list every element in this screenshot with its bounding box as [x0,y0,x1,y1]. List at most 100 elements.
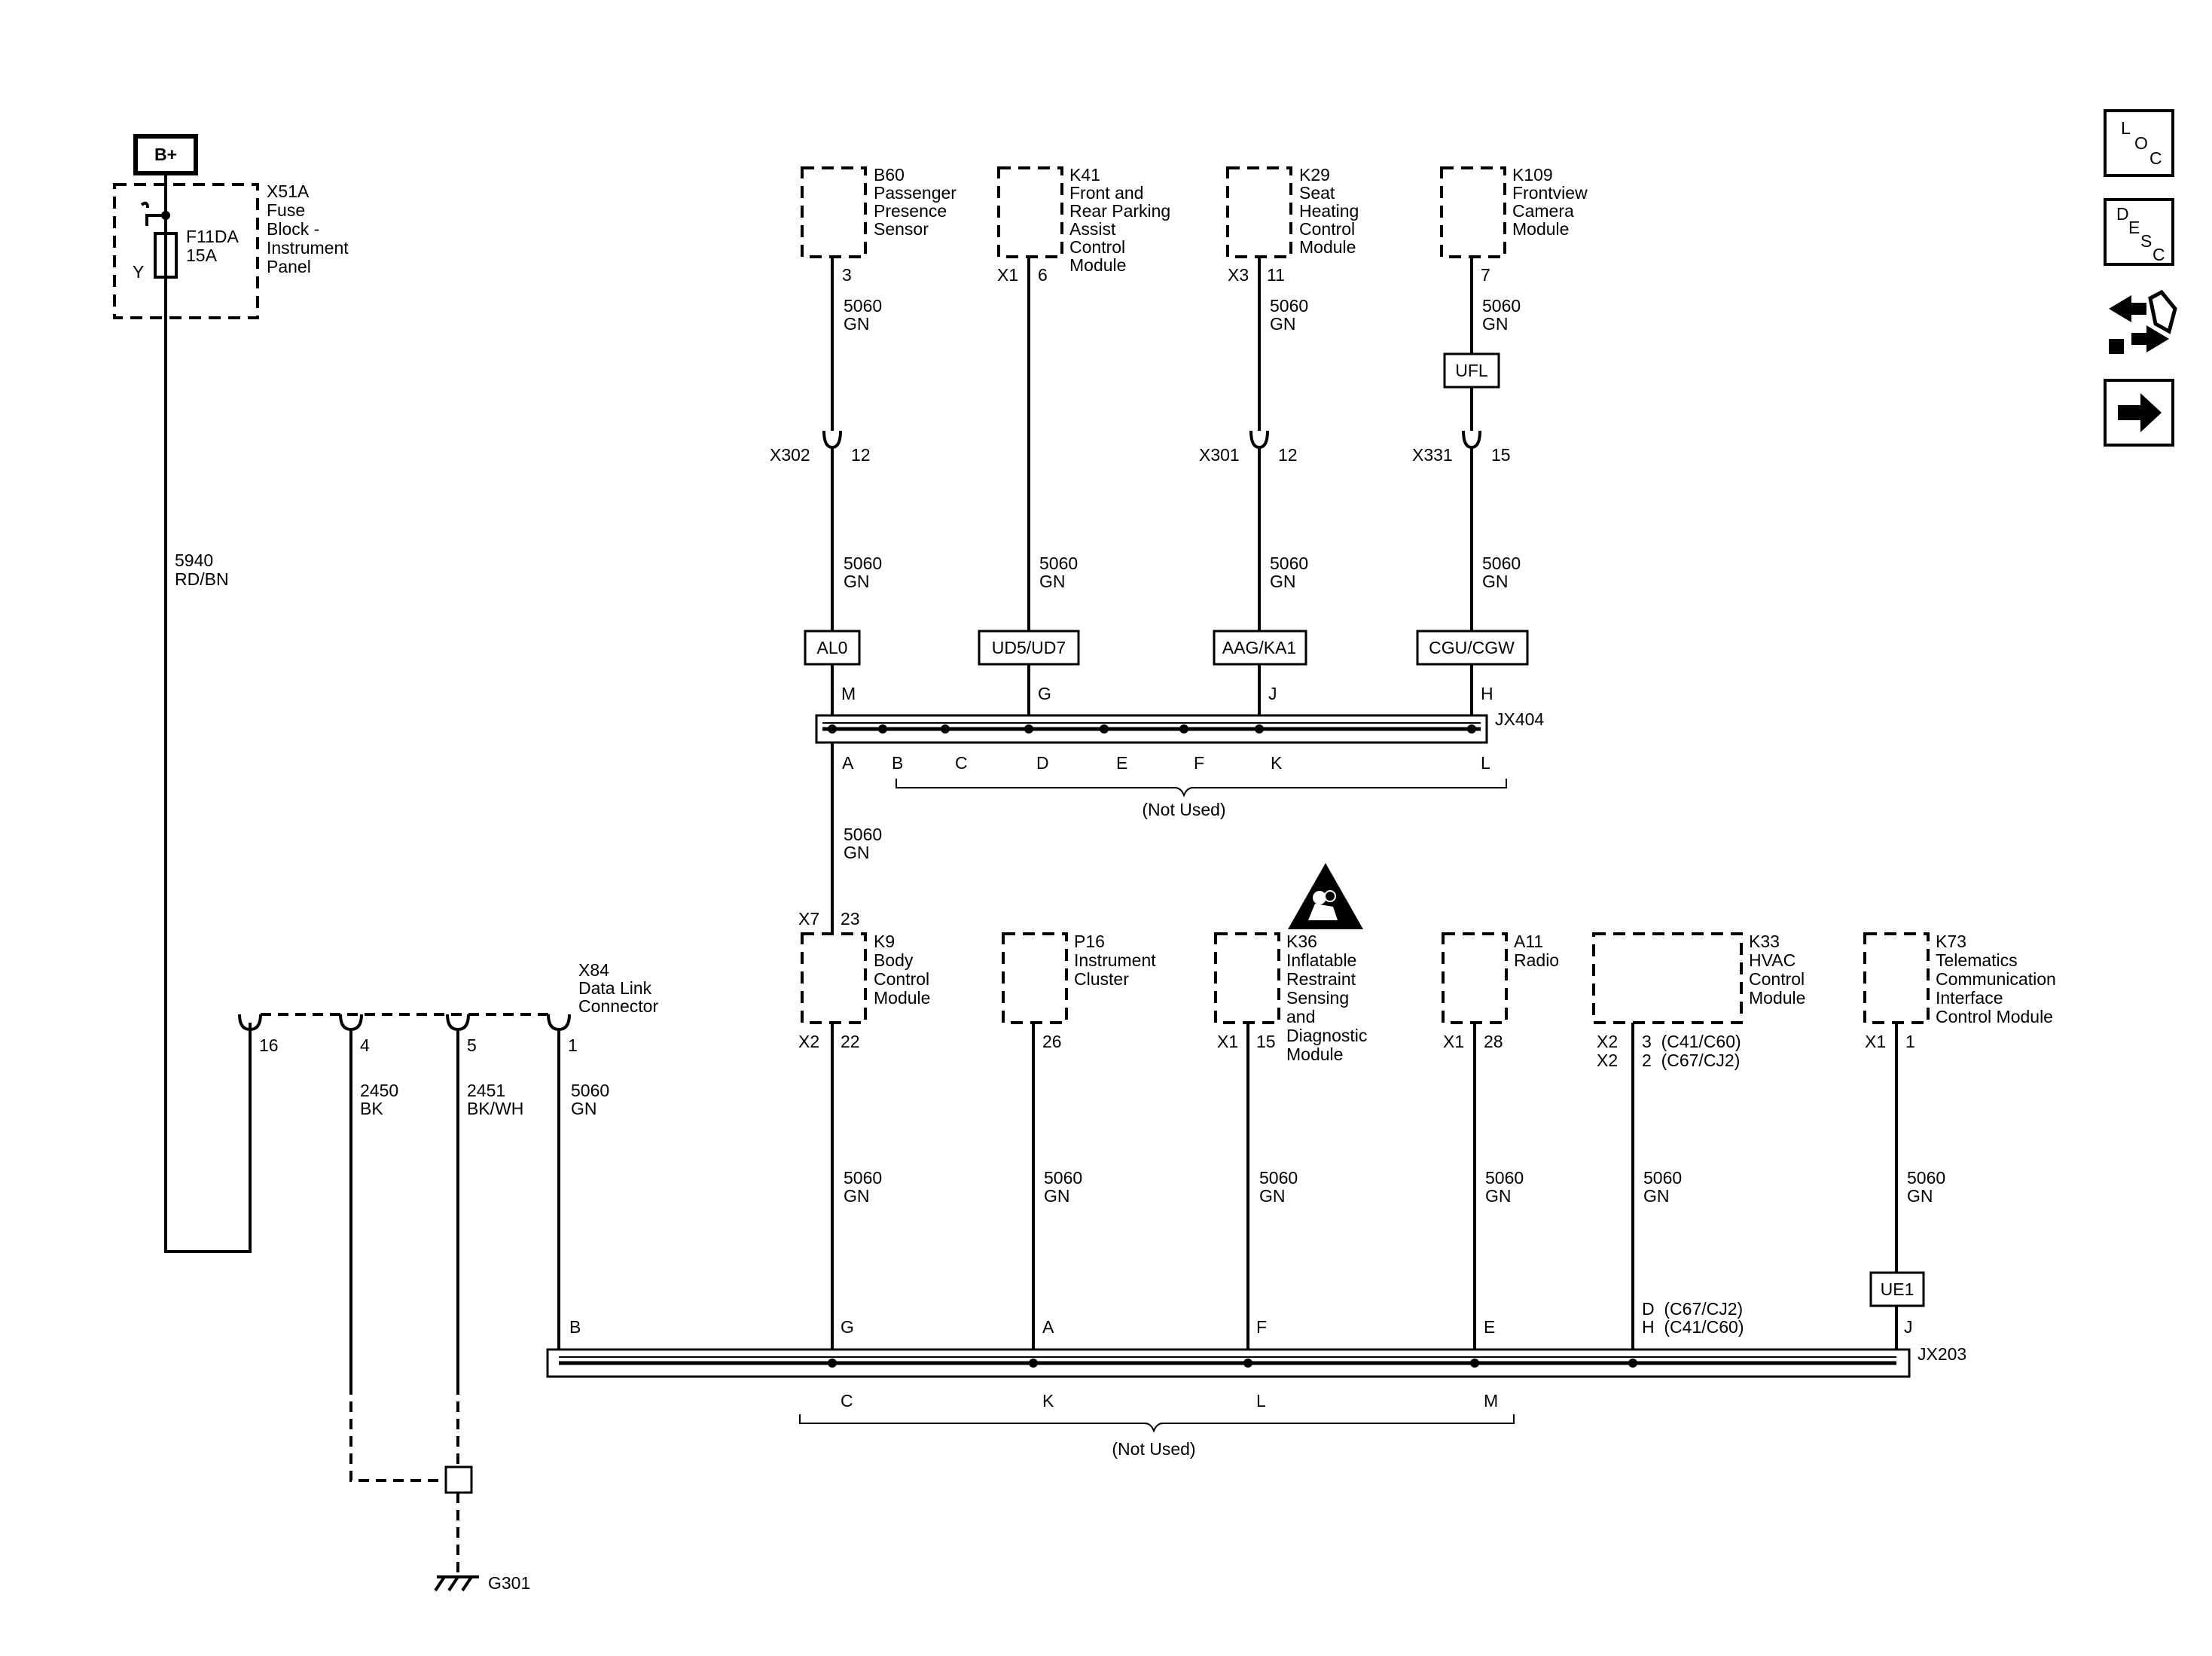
splice-pin-label: F [1194,753,1204,773]
splice-pin-label: F [1256,1317,1267,1337]
splice-pin-label: C [841,1391,853,1410]
supply-color: RD/BN [175,569,229,589]
module-k41-desc: Assist [1069,219,1116,239]
module-k41-id: K41 [1069,165,1100,185]
color-label: GN [844,314,870,334]
connector-label: X3 [1228,265,1249,285]
module-k29-desc: Control [1299,219,1355,239]
splice-pin-label: K [1271,753,1283,773]
module-k36-desc: Inflatable [1286,950,1356,970]
pin-label: 22 [841,1032,860,1051]
connector-label: X1 [1443,1032,1464,1051]
connector-desc: Data Link [578,978,652,998]
module-k109-desc: Frontview [1512,183,1588,203]
circuit-label: 2451 [467,1081,505,1100]
desc-letter: S [2140,231,2152,251]
module-a11-id: A11 [1514,932,1543,951]
splice-pin-label: B [892,753,903,773]
splice-pin-label: M [841,684,856,703]
splice-jx404: JX404 A B C D E F K L (Not Used) [815,709,1544,819]
circuit-label: 5060 [844,825,882,844]
next-arrow-icon[interactable] [2104,379,2174,447]
loc-letter: C [2149,148,2162,168]
module-k29-id: K29 [1299,165,1330,185]
pin-label: 28 [1484,1032,1503,1051]
desc-letter: C [2153,245,2165,264]
connector-label: X1 [1217,1032,1238,1051]
inline-connector-label: X302 [770,445,810,465]
module-k29: K29 Seat Heating Control Module X3 11 50… [1199,165,1359,723]
inline-connector-label: X301 [1199,445,1240,465]
module-k109-desc: Module [1512,219,1569,239]
circuit-label: 5060 [844,1168,882,1188]
location-button[interactable]: L O C [2104,109,2174,177]
module-k9-desc: Module [874,988,930,1008]
not-used-label: (Not Used) [1112,1439,1195,1459]
fuse-block-desc-3: Instrument [267,238,349,258]
module-b60-id: B60 [874,165,905,185]
module-k33-desc: HVAC [1749,950,1796,970]
ground-icon [434,1575,479,1592]
option-label: AL0 [817,638,848,657]
module-k109: K109 Frontview Camera Module 7 5060 GN U… [1412,165,1588,723]
pin-label: 1 [1905,1032,1915,1051]
splice-pin-label: H (C41/C60) [1642,1317,1744,1337]
splice-pin-label: E [1484,1317,1495,1337]
color-label: GN [1039,572,1066,591]
connector-name: X84 [578,960,609,980]
module-k36-desc: Diagnostic [1286,1026,1367,1045]
splice-pin-label: A [842,753,854,773]
connector-label: X2 [798,1032,819,1051]
connector-label: X2 [1597,1051,1618,1070]
connector-label: X1 [1865,1032,1886,1051]
pin-label: 1 [568,1035,578,1055]
module-k29-desc: Heating [1299,201,1359,221]
module-k73-desc: Control Module [1936,1007,2053,1026]
data-link-connector-x84: X84 Data Link Connector 16 4 5 1 2450 BK… [238,960,658,1118]
color-label: GN [844,572,870,591]
fuse-rating: 15A [186,246,218,265]
module-a11: A11 Radio X1 28 5060 GN E [1442,932,1559,1362]
fuse-pin: Y [133,262,144,282]
color-label: GN [1485,1186,1512,1206]
fuse-block-desc-2: Block - [267,219,319,239]
circuit-label: 5060 [844,296,882,316]
loc-letter: O [2134,133,2148,153]
description-button[interactable]: D E S C [2104,198,2174,266]
pin-label: 4 [360,1035,370,1055]
pin-label: 5 [467,1035,477,1055]
module-p16-id: P16 [1074,932,1105,951]
splice-pin-label: L [1481,753,1490,773]
splice-pin-label: G [1038,684,1051,703]
circuit-label: 5060 [1270,296,1308,316]
module-b60: B60 Passenger Presence Sensor 3 5060 GN … [770,165,956,723]
module-k36-desc: Restraint [1286,969,1356,989]
pin-label: 15 [1491,445,1511,465]
splice-pin-label: H [1481,684,1493,703]
circuit-label: 5060 [1039,554,1078,573]
circuit-label: 5060 [1643,1168,1682,1188]
module-k36-desc: Sensing [1286,988,1349,1008]
module-k9: X7 23 K9 Body Control Module X2 22 5060 … [798,909,930,1362]
splice-name: JX203 [1918,1344,1966,1364]
splice-pin-label: K [1042,1391,1054,1410]
circuit-label: 5060 [1482,554,1521,573]
splice-pin-label: C [955,753,968,773]
connector-label: X2 [1597,1032,1618,1051]
pin-label: 12 [851,445,871,465]
fuse-id: F11DA [186,227,240,246]
color-label: GN [1643,1186,1670,1206]
module-k33-desc: Module [1749,988,1805,1008]
power-label: B+ [154,145,177,164]
pin-label: 7 [1481,265,1490,285]
option-label: AAG/KA1 [1222,638,1296,657]
module-p16: P16 Instrument Cluster 26 5060 GN A [1002,932,1156,1362]
connector-swap-icon[interactable] [2109,289,2177,354]
module-k41-desc: Front and [1069,183,1143,203]
module-k33-id: K33 [1749,932,1780,951]
splice-jx203: JX203 C K L M (Not Used) [546,1344,1966,1459]
option-label: UE1 [1881,1279,1915,1299]
module-p16-desc: Instrument [1074,950,1156,970]
module-p16-desc: Cluster [1074,969,1129,989]
